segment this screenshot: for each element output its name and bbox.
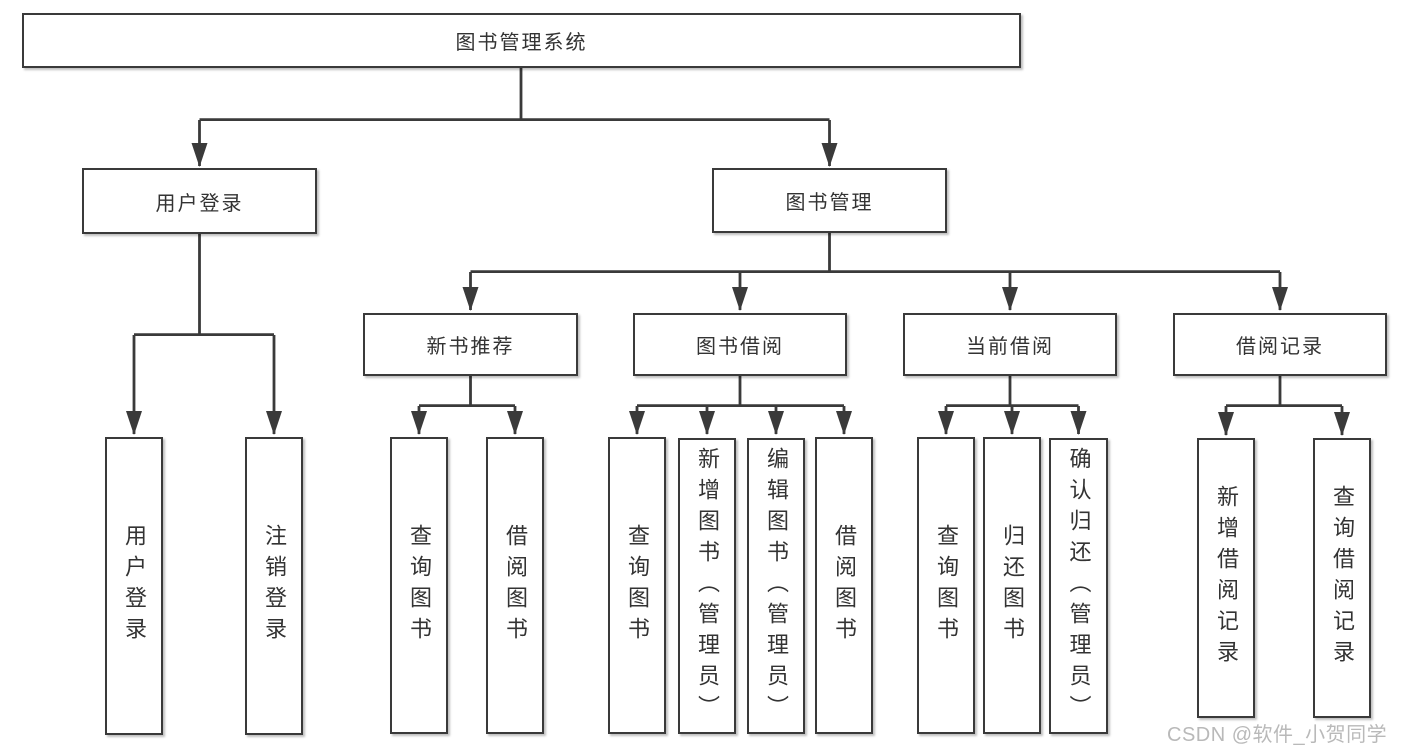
leaf-borrow-add-admin-label: 新增图书（管理员）	[695, 446, 720, 726]
leaf-newbook-query: 查询图书	[390, 437, 448, 734]
leaf-current-confirm-return-admin-label: 确认归还（管理员）	[1066, 446, 1092, 726]
leaf-newbook-borrow: 借阅图书	[486, 437, 544, 734]
node-new-book-recommend: 新书推荐	[363, 313, 578, 376]
leaf-borrow-book: 借阅图书	[815, 437, 873, 734]
node-current-borrow-label: 当前借阅	[966, 336, 1054, 358]
node-current-borrow: 当前借阅	[903, 313, 1117, 376]
node-new-book-recommend-label: 新书推荐	[426, 336, 515, 358]
leaf-logout: 注销登录	[245, 437, 303, 735]
leaf-borrow-edit-admin: 编辑图书（管理员）	[747, 438, 805, 734]
node-book-borrow-label: 图书借阅	[696, 336, 784, 358]
leaf-borrow-book-label: 借阅图书	[832, 523, 857, 648]
leaf-borrow-add-admin: 新增图书（管理员）	[678, 438, 736, 734]
node-book-management-label: 图书管理	[785, 192, 874, 214]
leaf-newbook-borrow-label: 借阅图书	[503, 523, 528, 648]
connector-new-book-to-leaves	[411, 376, 523, 435]
leaf-record-add-label: 新增借阅记录	[1214, 485, 1239, 671]
connector-current-to-leaves	[938, 376, 1087, 435]
node-root-label: 图书管理系统	[455, 32, 588, 54]
leaf-record-query: 查询借阅记录	[1313, 438, 1371, 718]
node-root: 图书管理系统	[22, 13, 1021, 68]
leaf-user-login: 用户登录	[105, 437, 163, 735]
leaf-borrow-edit-admin-label: 编辑图书（管理员）	[764, 446, 789, 726]
leaf-current-return: 归还图书	[983, 437, 1041, 734]
leaf-current-query: 查询图书	[917, 437, 975, 734]
leaf-newbook-query-label: 查询图书	[407, 523, 432, 648]
connector-records-to-leaves	[1218, 376, 1350, 436]
leaf-user-login-label: 用户登录	[122, 524, 147, 648]
leaf-borrow-query: 查询图书	[608, 437, 666, 734]
leaf-current-confirm-return-admin: 确认归还（管理员）	[1049, 438, 1108, 734]
node-user-login: 用户登录	[82, 168, 317, 234]
connector-book-mgmt-to-sections	[462, 233, 1288, 311]
node-borrow-records: 借阅记录	[1173, 313, 1387, 376]
csdn-watermark: CSDN @软件_小贺同学	[1167, 724, 1388, 746]
node-book-management: 图书管理	[712, 168, 947, 233]
leaf-borrow-query-label: 查询图书	[625, 523, 650, 648]
connector-root-to-branches	[191, 68, 838, 167]
leaf-current-return-label: 归还图书	[1000, 523, 1025, 648]
node-borrow-records-label: 借阅记录	[1236, 336, 1324, 358]
leaf-current-query-label: 查询图书	[934, 523, 959, 648]
node-user-login-label: 用户登录	[155, 192, 244, 215]
connector-user-login-to-leaves	[126, 234, 282, 435]
node-book-borrow: 图书借阅	[633, 313, 847, 376]
leaf-logout-label: 注销登录	[262, 524, 287, 648]
leaf-record-query-label: 查询借阅记录	[1330, 485, 1355, 671]
connector-borrow-to-leaves	[629, 376, 852, 435]
leaf-record-add: 新增借阅记录	[1197, 438, 1255, 718]
